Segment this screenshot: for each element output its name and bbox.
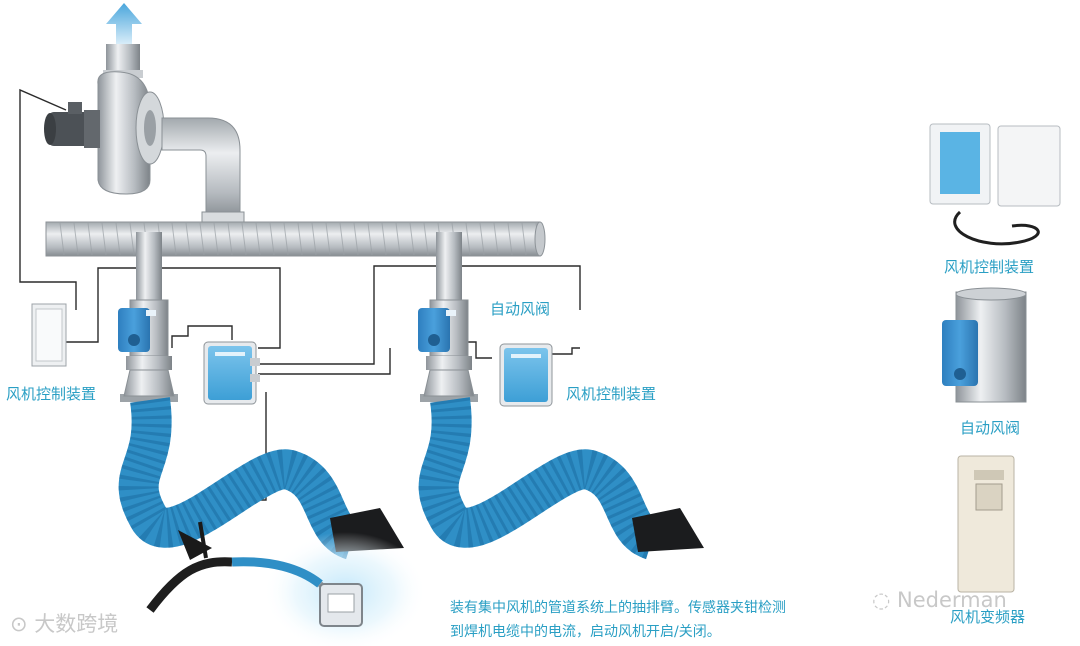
current-sensor-box-center: [499, 343, 553, 407]
exhaust-arrow-icon: [106, 3, 142, 46]
auto-damper-center: [418, 308, 450, 352]
extraction-arm-right: [418, 232, 704, 560]
watermark-left-text: 大数跨境: [34, 612, 119, 636]
central-fan: [44, 44, 245, 223]
label-fan-control-center: 风机控制装置: [566, 385, 657, 403]
caption-line-2: 到焊机电缆中的电流，启动风机开启/关闭。: [450, 624, 721, 640]
label-auto-damper-center: 自动风阀: [490, 300, 551, 318]
weibo-icon: ⊙: [10, 612, 28, 636]
extraction-arm-left: [118, 232, 404, 560]
label-auto-damper-right: 自动风阀: [960, 419, 1021, 437]
flexible-hose-right: [418, 397, 661, 560]
watermark-left: ⊙ 大数跨境: [10, 614, 118, 635]
auto-damper-left: [118, 308, 150, 352]
fan-control-unit-photo: [929, 123, 1061, 246]
watermark-right-text: Nederman: [897, 588, 1007, 612]
label-fan-control-right: 风机控制装置: [944, 258, 1035, 276]
welding-torch: [146, 521, 427, 646]
caption-line-1: 装有集中风机的管道系统上的抽排臂。传感器夹钳检测: [450, 600, 786, 616]
extraction-hood-right: [632, 508, 704, 552]
fan-inverter-photo: [957, 455, 1015, 593]
auto-damper-photo: [942, 287, 1027, 403]
welding-cable: [146, 557, 233, 613]
flexible-hose-left: [118, 397, 361, 560]
caption: 装有集中风机的管道系统上的抽排臂。传感器夹钳检测 到焊机电缆中的电流，启动风机开…: [450, 596, 786, 644]
wechat-icon: ◌: [872, 588, 891, 612]
label-fan-inverter-right: 风机变频器: [950, 608, 1026, 626]
watermark-right: ◌ Nederman: [872, 590, 1007, 611]
label-fan-control-left: 风机控制装置: [6, 385, 97, 403]
current-clamp-icon: [178, 521, 212, 560]
main-duct: [45, 221, 546, 257]
fan-control-box-left: [31, 303, 67, 367]
current-sensor-box-left: [203, 341, 260, 405]
